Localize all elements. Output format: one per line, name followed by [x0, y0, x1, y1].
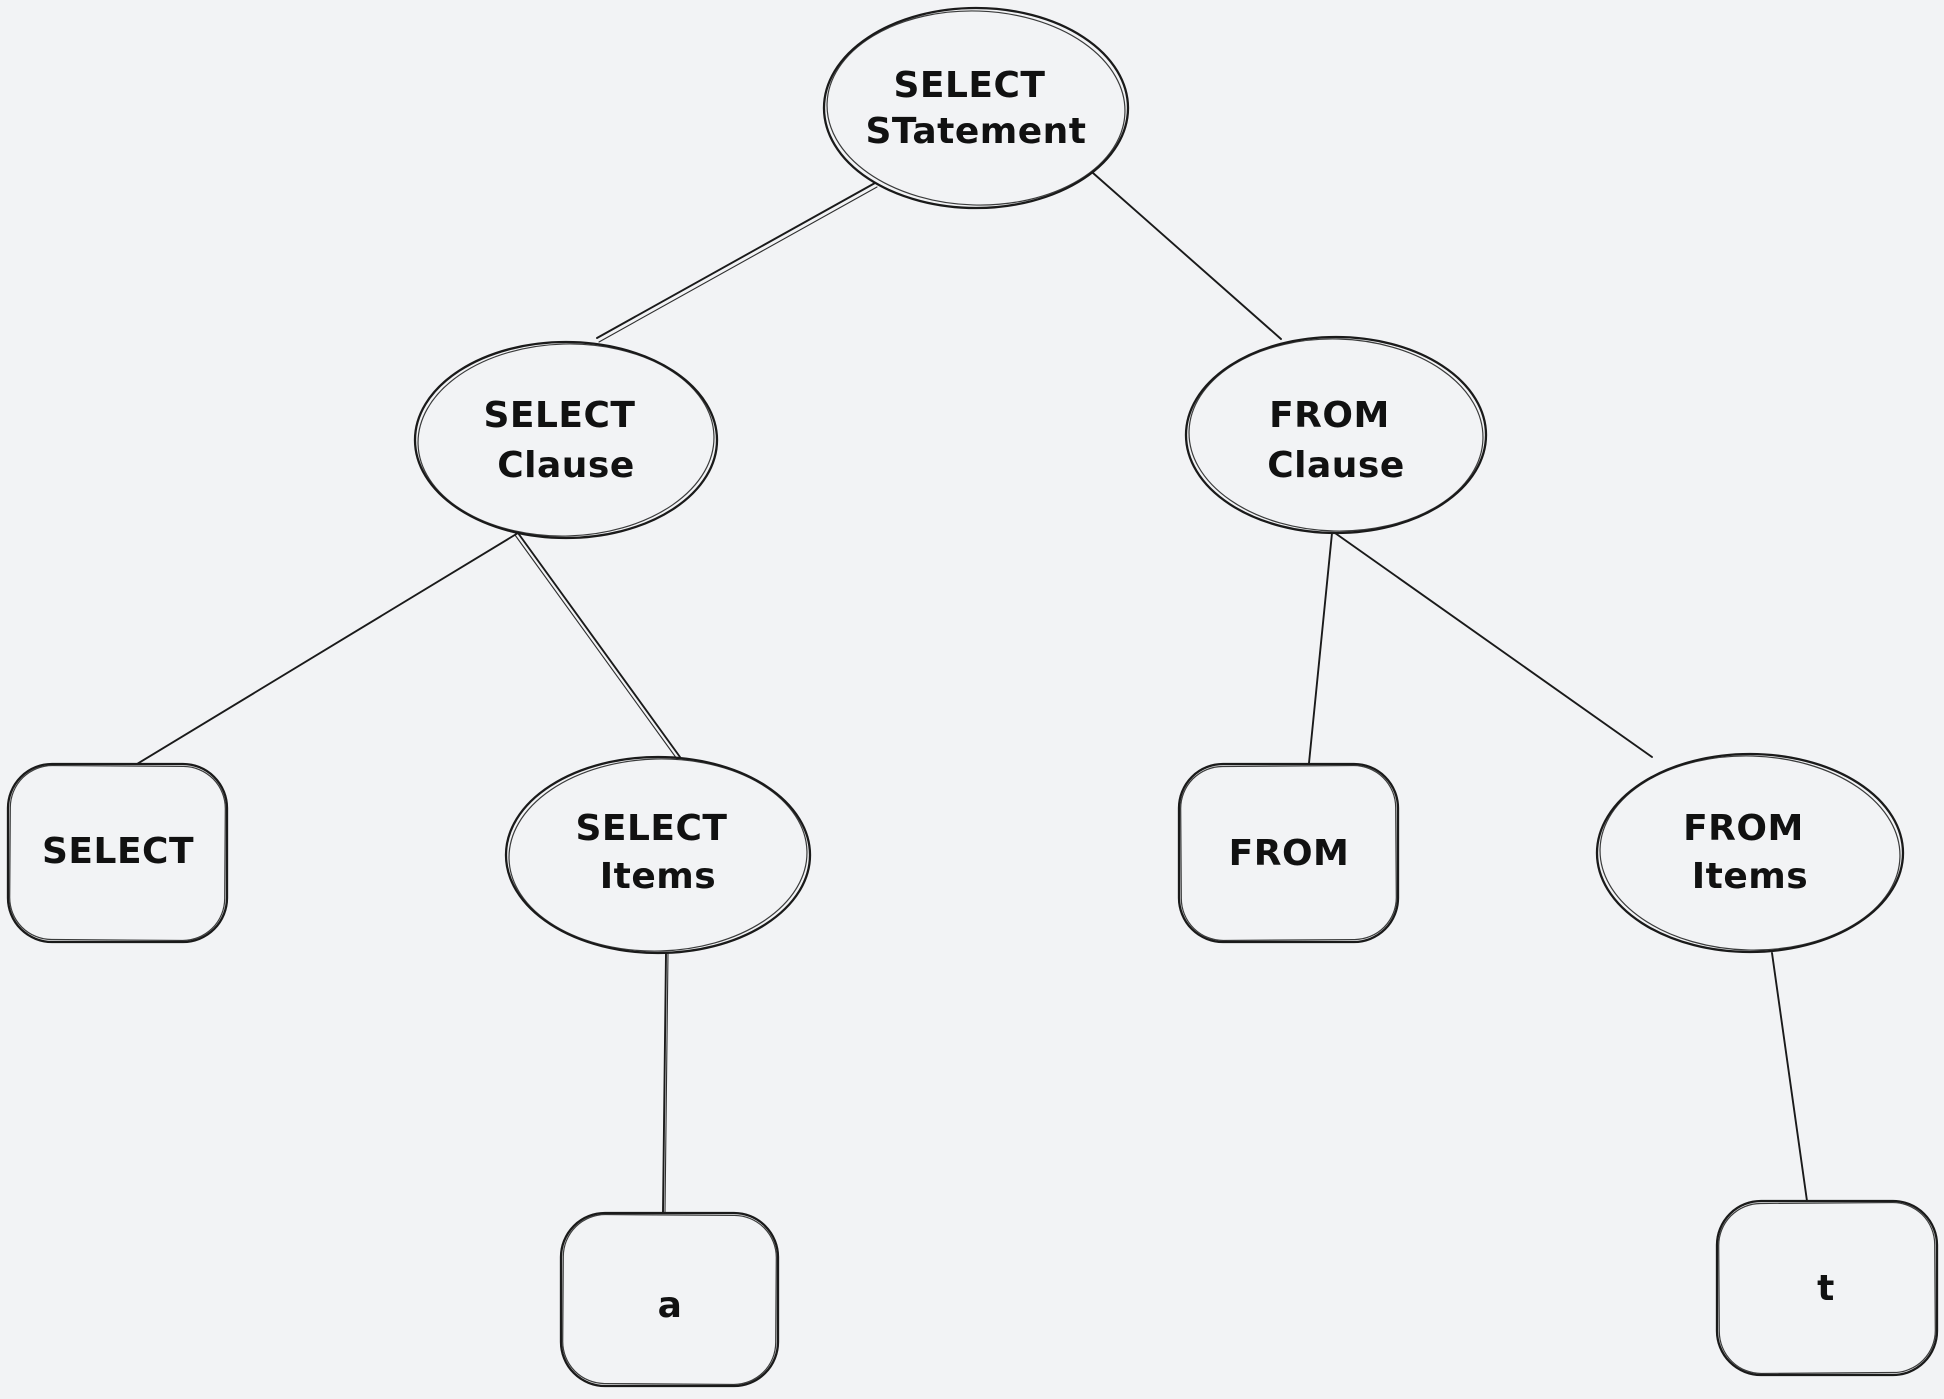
a-literal-label: a [658, 1285, 683, 1326]
select-statement-label: SELECT STatement [865, 65, 1086, 152]
from-keyword-label: FROM [1229, 833, 1350, 874]
from-clause-ellipse [1184, 335, 1488, 535]
node-a-literal[interactable]: a [559, 1211, 780, 1388]
edge-from-clause-to-from-items[interactable] [1334, 532, 1653, 758]
edge-select-statement-to-select-clause[interactable] [596, 182, 878, 343]
from-items-label: FROM Items [1683, 808, 1817, 897]
t-literal-label: t [1817, 1268, 1835, 1309]
node-from-keyword[interactable]: FROM [1177, 762, 1400, 944]
select-items-label: SELECT Items [575, 808, 740, 897]
from-clause-label: FROM Clause [1267, 395, 1405, 486]
a-literal-rect [559, 1211, 780, 1388]
node-select-keyword[interactable]: SELECT [6, 762, 229, 944]
edge-select-statement-to-from-clause[interactable] [1092, 172, 1282, 340]
edge-select-items-to-a-literal[interactable] [662, 952, 669, 1213]
node-t-literal[interactable]: t [1715, 1199, 1939, 1377]
select-items-ellipse [504, 755, 812, 955]
from-items-ellipse [1595, 752, 1905, 954]
edge-from-items-to-t-literal[interactable] [1771, 952, 1808, 1202]
select-keyword-rect [6, 762, 229, 944]
node-from-items[interactable]: FROM Items [1595, 752, 1905, 954]
node-select-clause[interactable]: SELECT Clause [413, 340, 719, 540]
edge-from-clause-to-from-keyword[interactable] [1308, 532, 1333, 764]
from-keyword-rect [1177, 762, 1400, 944]
select-clause-ellipse [413, 340, 719, 540]
edge-select-clause-to-select-keyword[interactable] [136, 532, 519, 765]
edge-select-clause-to-select-items[interactable] [514, 532, 681, 760]
node-select-items[interactable]: SELECT Items [504, 755, 812, 955]
select-statement-ellipse [822, 6, 1130, 210]
select-keyword-label: SELECT [42, 831, 194, 872]
select-clause-label: SELECT Clause [483, 395, 648, 486]
t-literal-rect [1715, 1199, 1939, 1377]
node-from-clause[interactable]: FROM Clause [1184, 335, 1488, 535]
node-select-statement[interactable]: SELECT STatement [822, 6, 1130, 210]
